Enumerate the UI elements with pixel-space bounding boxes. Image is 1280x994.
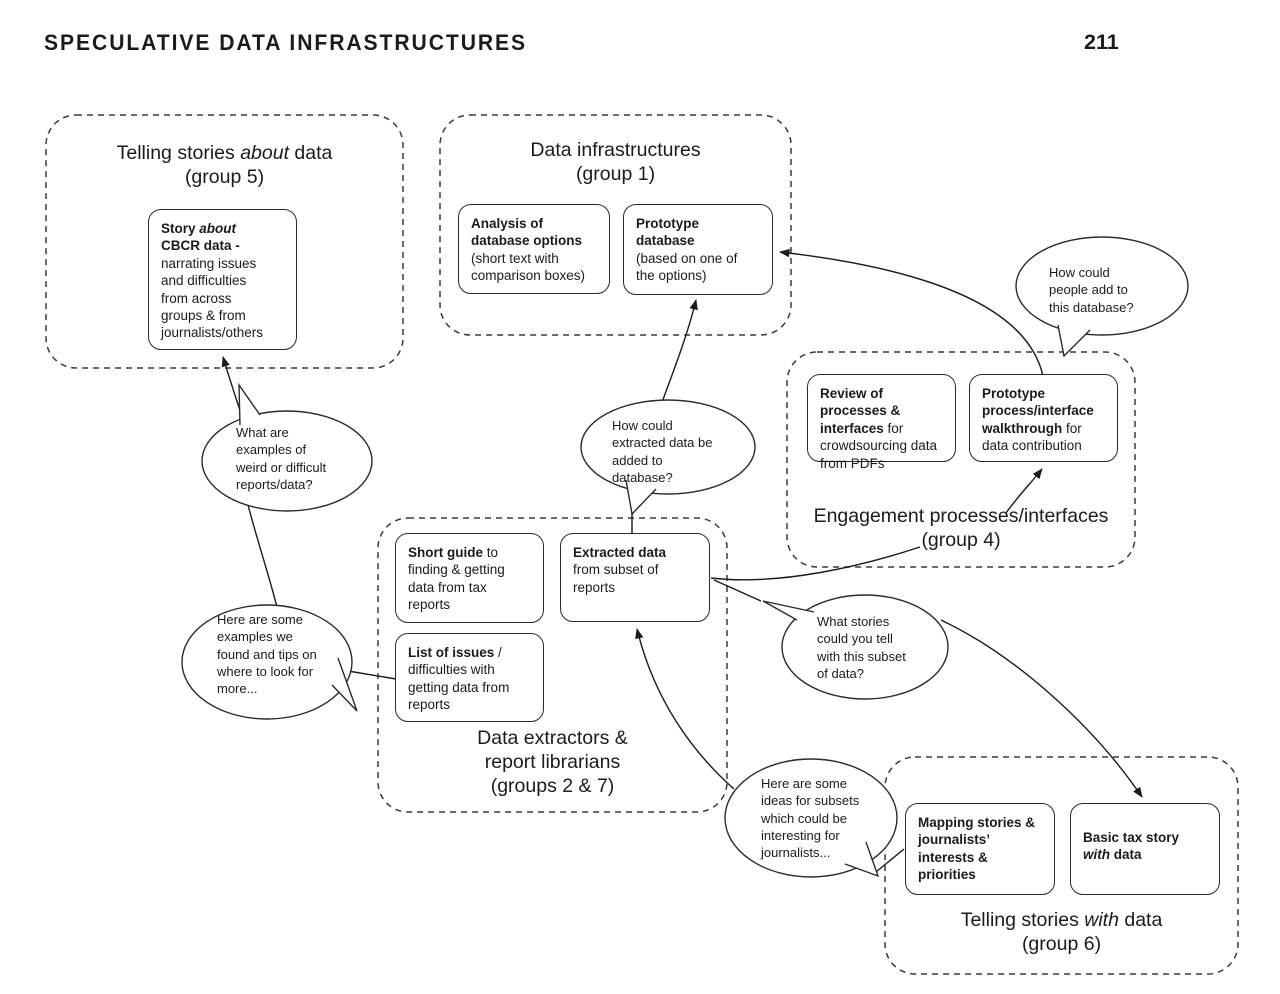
artifact-review-processes-interfaces: Review of processes & interfaces for cro… — [807, 374, 956, 471]
connector-ideas-to-mapping — [875, 848, 905, 873]
group4-title: Engagement processes/interfaces (group 4… — [813, 505, 1109, 552]
artifact-list-of-issues: List of issues / difficulties with getti… — [395, 633, 544, 722]
connector-here-examples-to-list — [347, 670, 397, 680]
speech-bubble-shapes — [181, 236, 1189, 878]
bubble-what-stories-shape — [781, 594, 949, 700]
bubble-how-add-db-text: How could people add to this database? — [1049, 265, 1134, 315]
bubble-how-add-db-shape — [1015, 236, 1189, 336]
group5-title: Telling stories about data (group 5) — [116, 142, 333, 189]
artifact-analysis-database-options: Analysis of database options (short text… — [458, 204, 610, 294]
artifact-basic-tax-story: Basic tax story with data — [1070, 803, 1220, 895]
group27-title: Data extractors & report librarians (gro… — [477, 727, 628, 798]
connector-examples-bubbles — [247, 504, 278, 608]
group6-title: Telling stories with data (group 6) — [960, 909, 1163, 956]
page-header-title: SPECULATIVE DATA INFRASTRUCTURES — [44, 30, 528, 55]
group1-title: Data infrastructures (group 1) — [530, 139, 701, 186]
bubble-how-extracted-added-text: How could extracted data be added to dat… — [612, 418, 713, 485]
group27-outline — [377, 517, 728, 813]
group1-outline — [439, 114, 792, 336]
connector-extractedq-to-prototype — [660, 299, 698, 406]
connector-extracted-to-whatstories — [713, 579, 762, 602]
bubble-here-examples-shape — [181, 604, 353, 720]
artifact-short-guide: Short guide to finding & getting data fr… — [395, 533, 544, 623]
bubble-here-ideas-tail — [844, 841, 880, 878]
bubble-what-stories-tail — [762, 600, 815, 621]
bubble-here-examples-text: Here are some examples we found and tips… — [217, 612, 317, 697]
artifact-story-about-cbcr-data: Story about CBCR data - narrating issues… — [148, 209, 297, 350]
connector-extracted-to-group4 — [710, 546, 921, 581]
bubble-what-are-examples-shape — [201, 410, 373, 512]
bubble-how-add-db-tail — [1057, 324, 1091, 358]
page-number: 211 — [1084, 30, 1119, 54]
bubble-how-extracted-added-tail — [625, 479, 657, 516]
artifact-mapping-stories: Mapping stories & journalists’ interests… — [905, 803, 1055, 895]
bubble-what-stories-text: What stories could you tell with this su… — [817, 614, 906, 681]
connector-whatstories-to-basictax — [940, 619, 1143, 798]
artifact-prototype-walkthrough: Prototype process/interface walkthrough … — [969, 374, 1118, 462]
connector-group4-to-walkthrough — [1005, 468, 1043, 514]
artifact-extracted-data: Extracted data from subset of reports — [560, 533, 710, 622]
group5-outline — [45, 114, 404, 369]
connector-ideas-to-extracted — [635, 628, 735, 790]
bubble-how-extracted-added-shape — [580, 399, 756, 495]
bubble-what-are-examples-tail — [238, 382, 261, 426]
artifact-prototype-database: Prototype database (based on one of the … — [623, 204, 773, 295]
group4-outline — [786, 351, 1136, 568]
connector-walkthrough-to-prototype — [779, 248, 1044, 377]
bubble-here-ideas-shape — [724, 758, 898, 878]
bubble-here-ideas-text: Here are some ideas for subsets which co… — [761, 776, 860, 861]
bubble-here-examples-tail — [331, 657, 358, 712]
bubble-what-are-examples-text: What are examples of weird or difficult … — [236, 425, 327, 492]
